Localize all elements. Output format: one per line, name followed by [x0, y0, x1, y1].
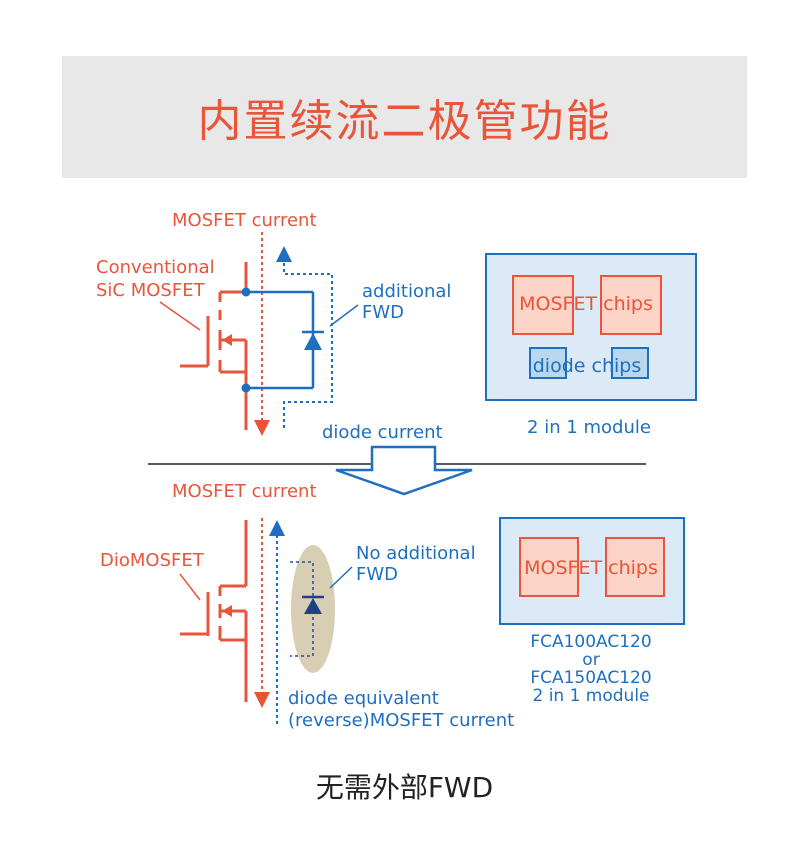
- diomosfet-arrow: [222, 605, 232, 617]
- diode-equivalent-line1: diode equivalent: [288, 688, 439, 709]
- additional-fwd-diode-icon: [304, 333, 322, 350]
- diomosfet-symbol: [180, 520, 248, 702]
- body-diode-icon: [304, 598, 322, 614]
- conventional-label-line2: SiC MOSFET: [96, 280, 206, 301]
- bottom-module-caption-line3: FCA150AC120: [530, 668, 651, 688]
- conventional-label-line1: Conventional: [96, 257, 215, 278]
- top-diode-chip-1: [529, 347, 567, 379]
- footer-caption: 无需外部FWD: [315, 771, 494, 804]
- diode-current-label: diode current: [322, 422, 443, 443]
- additional-fwd-label-line2: FWD: [362, 302, 404, 323]
- diomosfet-label: DioMOSFET: [100, 550, 205, 571]
- conventional-mosfet-symbol: [180, 262, 248, 430]
- bottom-mosfet-chips-label: MOSFET chips: [524, 557, 658, 579]
- top-module: MOSFET chips diode chips: [485, 253, 697, 401]
- bottom-mosfet-current-label: MOSFET current: [172, 481, 317, 502]
- node-dot-top: [241, 287, 251, 297]
- bottom-mosfet-chip-2: [605, 537, 665, 597]
- page-title: 内置续流二极管功能: [197, 96, 612, 147]
- diode-equivalent-line2: (reverse)MOSFET current: [288, 710, 514, 731]
- top-mosfet-chips-label: MOSFET chips: [519, 293, 653, 315]
- bottom-module: MOSFET chips: [499, 517, 685, 625]
- additional-fwd-branch: [246, 290, 315, 390]
- conventional-leader-line: [159, 301, 201, 331]
- top-mosfet-current-label: MOSFET current: [172, 210, 317, 231]
- bottom-mosfet-chip-1: [519, 537, 579, 597]
- additional-fwd-label-line1: additional: [362, 281, 451, 302]
- top-diode-current-arrow: [276, 246, 333, 428]
- top-module-caption: 2 in 1 module: [527, 417, 651, 438]
- top-mosfet-chip-1: [512, 275, 574, 335]
- additional-fwd-leader-line: [329, 304, 359, 327]
- top-diode-chips-label: diode chips: [533, 355, 641, 377]
- no-additional-leader-line: [329, 566, 353, 589]
- bottom-module-caption-line2: or: [582, 650, 599, 670]
- no-additional-fwd-line2: FWD: [356, 564, 398, 585]
- top-mosfet-chip-2: [600, 275, 662, 335]
- bottom-module-caption-line1: FCA100AC120: [530, 632, 651, 652]
- top-diode-chip-2: [611, 347, 649, 379]
- body-diode-branch: [290, 561, 314, 657]
- top-section: MOSFET current Conventional SiC MOSFET: [96, 210, 697, 443]
- no-additional-fwd-line1: No additional: [356, 543, 476, 564]
- transition-arrow-icon: [335, 445, 473, 496]
- title-banner: 内置续流二极管功能: [62, 56, 747, 178]
- bottom-module-caption-line4: 2 in 1 module: [532, 686, 649, 706]
- node-dot-bottom: [241, 383, 251, 393]
- diomosfet-leader-line: [179, 573, 201, 601]
- conventional-mosfet-arrow: [222, 334, 232, 346]
- bottom-section: MOSFET current DioMOSFET No additional F…: [100, 481, 685, 731]
